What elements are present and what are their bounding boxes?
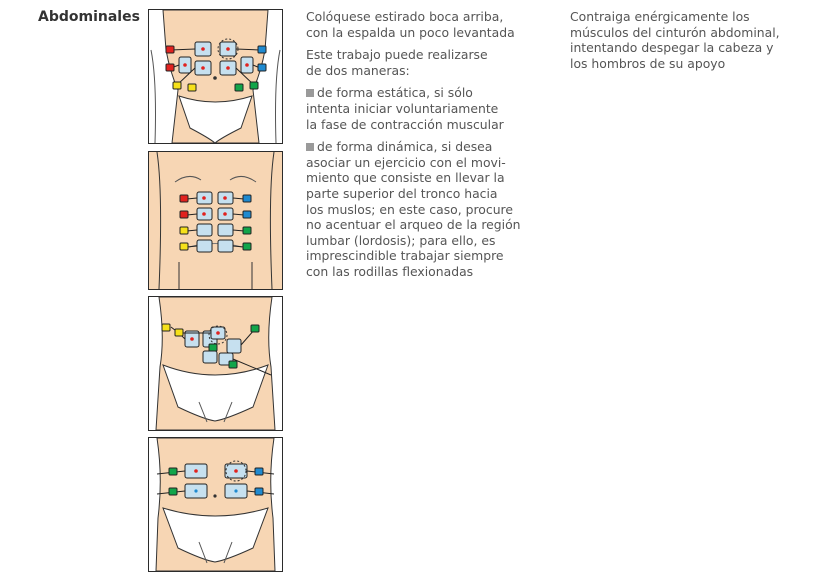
dynamic-mode-item: de forma dinámica, si desea asociar un e… (306, 139, 566, 279)
square-bullet-icon (306, 143, 314, 151)
illustration-panel-2 (148, 151, 283, 290)
section-title: Abdominales (38, 9, 140, 25)
illustration-panel-3 (148, 296, 283, 431)
illustration-panel-1 (148, 9, 283, 144)
static-mode-item: de forma estática, si sólo intenta inici… (306, 85, 566, 132)
action-paragraph: Contraiga enérgicamente los músculos del… (570, 9, 830, 71)
illustration-panel-4 (148, 437, 283, 572)
square-bullet-icon (306, 89, 314, 97)
instructions-column: Colóquese estirado boca arriba, con la e… (306, 9, 566, 287)
intro-paragraph: Este trabajo puede realizarse de dos man… (306, 47, 566, 78)
position-paragraph: Colóquese estirado boca arriba, con la e… (306, 9, 566, 40)
action-column: Contraiga enérgicamente los músculos del… (570, 9, 830, 78)
